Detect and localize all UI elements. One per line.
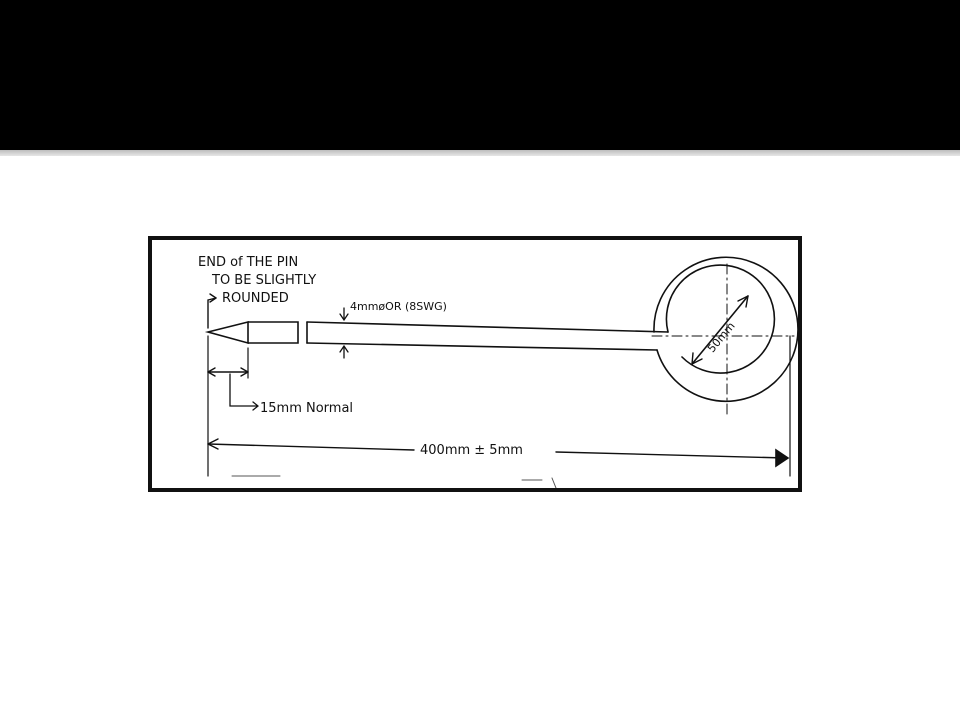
pin-ring-outer <box>653 256 798 403</box>
overall-dim-line-left <box>207 443 415 451</box>
note-leader-arrowhead <box>209 293 217 303</box>
overall-dim-line-right <box>555 451 787 459</box>
note-line-3: ROUNDED <box>222 291 289 306</box>
ring-diameter-label: 50mm <box>705 320 738 356</box>
wire-spec-label: 4mmøOR (8SWG) <box>350 300 447 313</box>
note-line-1: END of THE PIN <box>198 255 298 270</box>
tip-length-label: 15mm Normal <box>260 401 353 416</box>
pin-shaft-top-edge <box>306 321 669 333</box>
wire-dim-arrow-top <box>339 307 349 322</box>
note-leader-arrow <box>207 297 217 329</box>
pin-shaft-bottom-edge <box>306 342 658 351</box>
wire-dim-arrow-bottom <box>339 344 349 359</box>
overall-dim-arrowhead-right <box>775 448 790 468</box>
overall-dim-arrowhead-left <box>207 438 219 450</box>
pin-technical-drawing: END of THE PIN TO BE SLIGHTLY ROUNDED 4m… <box>198 255 798 488</box>
ring-diameter-arrow <box>691 295 749 365</box>
slide-title-bar <box>0 0 960 150</box>
pin-tip <box>204 320 249 345</box>
pin-shaft-segment-1 <box>247 321 299 344</box>
note-line-2: TO BE SLIGHTLY <box>211 273 316 288</box>
ring-diameter-arrowhead-2 <box>737 295 749 308</box>
tip-dim-arrowheads <box>207 367 249 377</box>
sketch-mark <box>231 475 557 488</box>
ring-diameter-arrowhead-1 <box>691 352 703 365</box>
tip-dim-leader <box>229 373 260 411</box>
pin-drawing-frame: END of THE PIN TO BE SLIGHTLY ROUNDED 4m… <box>148 236 802 492</box>
title-divider <box>0 150 960 156</box>
pin-ring-inner <box>665 264 776 374</box>
overall-length-label: 400mm ± 5mm <box>420 443 523 458</box>
